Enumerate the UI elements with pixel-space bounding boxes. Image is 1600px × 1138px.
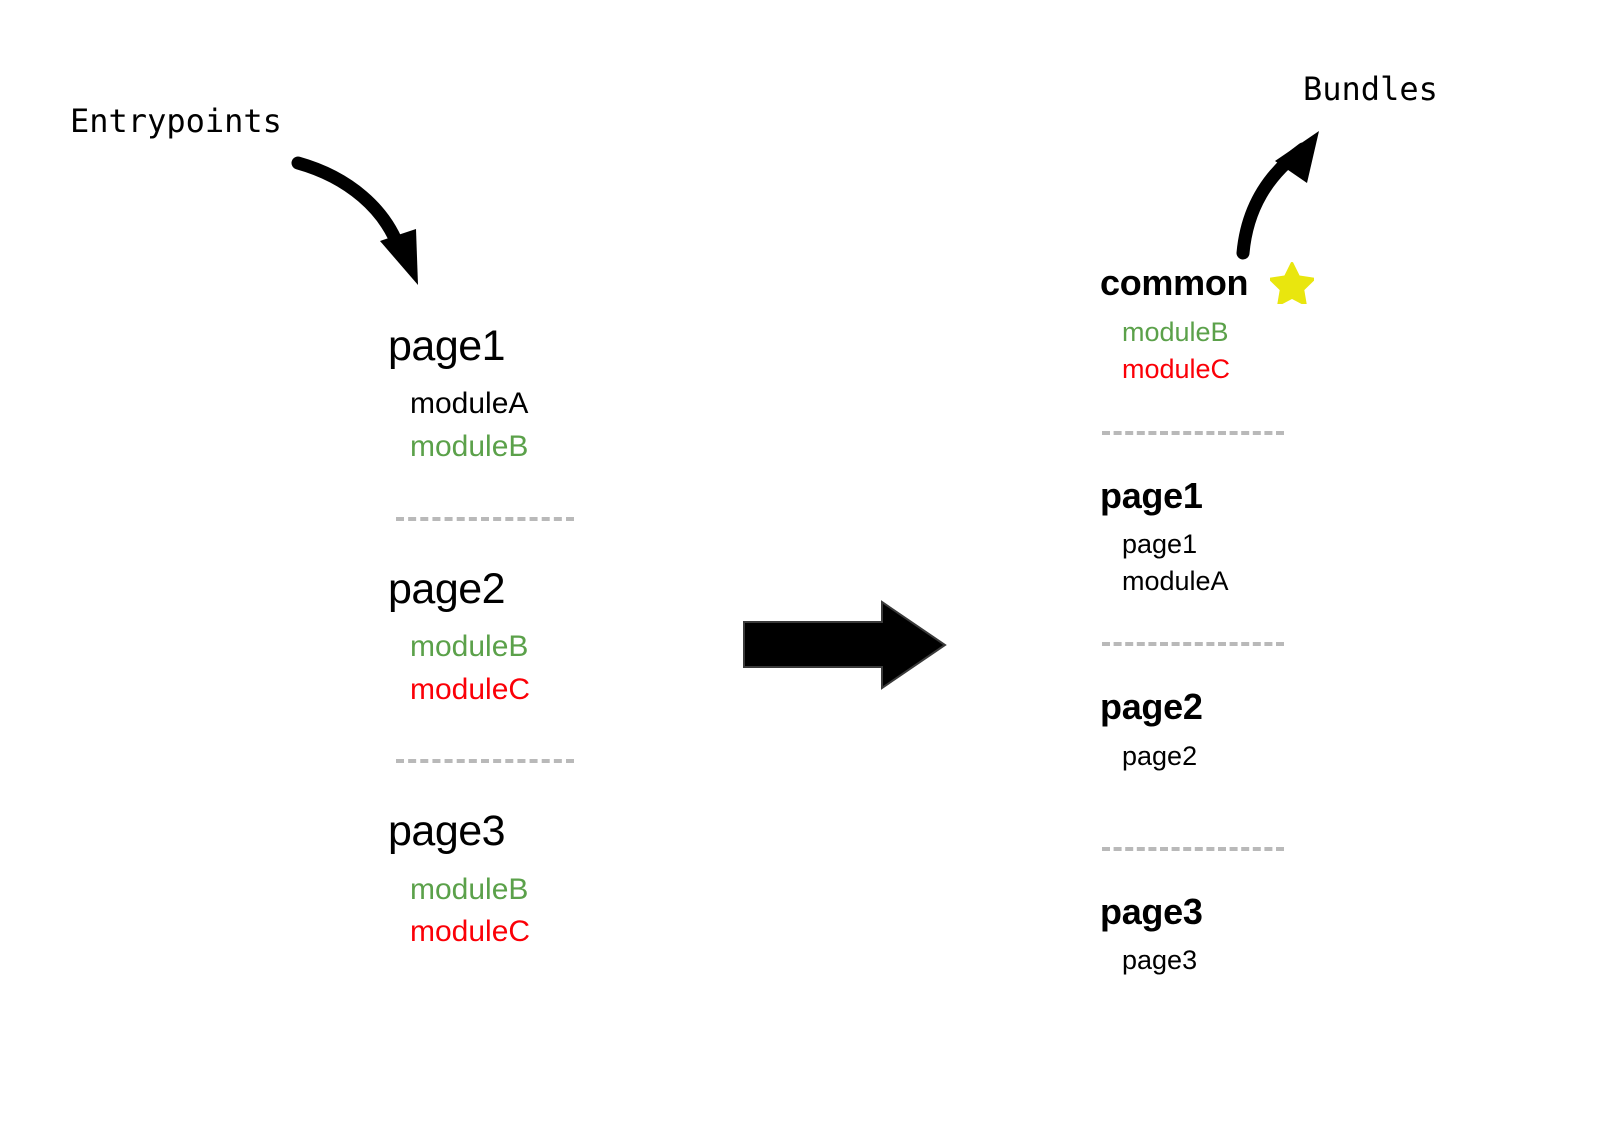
spacer: [1100, 389, 1430, 431]
group-divider: [396, 516, 574, 521]
bundle-group-page3: page3 page3: [1100, 891, 1430, 980]
module-item: moduleA: [1122, 566, 1229, 597]
module-item: moduleB: [410, 630, 529, 664]
group-title: page3: [388, 807, 506, 856]
group-items: moduleB moduleC: [410, 626, 708, 711]
group-title: page1: [388, 322, 506, 370]
group-divider: [1102, 847, 1284, 852]
spacer: [1100, 646, 1430, 686]
entrypoint-group-page2: page2 moduleB moduleC: [388, 565, 708, 712]
group-title: page2: [388, 564, 506, 613]
group-title: page3: [1100, 891, 1203, 933]
group-items: page2: [1122, 738, 1430, 775]
module-item: moduleB: [410, 872, 529, 906]
group-title-row: page1: [1100, 475, 1430, 516]
entrypoint-group-page3: page3 moduleB moduleC: [388, 807, 708, 954]
group-items: moduleB moduleC: [410, 869, 708, 954]
group-divider: [1102, 642, 1284, 647]
module-item: moduleC: [1122, 354, 1231, 385]
module-item: page1: [1122, 528, 1198, 559]
module-item: page2: [1122, 740, 1198, 771]
entrypoints-curved-arrow-icon: [290, 155, 440, 305]
group-title: page2: [1100, 686, 1203, 728]
group-divider: [396, 759, 574, 764]
group-divider: [1102, 430, 1284, 435]
entrypoints-label: Entrypoints: [70, 102, 282, 140]
bundles-curved-arrow-icon: [1215, 125, 1345, 265]
group-title: common: [1100, 262, 1249, 304]
group-title-row: page2: [1100, 686, 1430, 727]
group-title: page1: [1100, 474, 1203, 516]
star-icon: [1269, 262, 1316, 306]
bundle-group-page1: page1 page1 moduleA: [1100, 475, 1430, 601]
spacer: [388, 469, 708, 517]
bundles-label: Bundles: [1303, 70, 1438, 108]
bundle-group-common: common moduleB moduleC: [1100, 262, 1430, 389]
group-title-row: common: [1100, 262, 1430, 306]
module-item: page3: [1122, 945, 1198, 976]
module-item: moduleA: [410, 387, 529, 421]
group-title-row: page3: [1100, 891, 1430, 932]
spacer: [1100, 851, 1430, 891]
entrypoint-group-page1: page1 moduleA moduleB: [388, 322, 708, 469]
group-items: page3: [1122, 942, 1430, 979]
spacer: [1100, 600, 1430, 642]
group-items: page1 moduleA: [1122, 526, 1430, 601]
entrypoints-column: page1 moduleA moduleB page2 moduleB modu…: [388, 322, 708, 954]
transform-arrow-icon: [742, 600, 947, 695]
spacer: [388, 763, 708, 807]
spacer: [1100, 435, 1430, 475]
spacer: [388, 521, 708, 565]
spacer: [388, 711, 708, 759]
group-items: moduleB moduleC: [1122, 314, 1430, 389]
spacer: [1100, 775, 1430, 847]
module-item: moduleC: [410, 672, 531, 706]
group-items: moduleA moduleB: [410, 383, 708, 468]
module-item: moduleB: [410, 430, 529, 464]
module-item: moduleB: [1122, 317, 1229, 347]
module-item: moduleC: [410, 915, 531, 949]
bundles-column: common moduleB moduleC page1 page1: [1100, 262, 1430, 980]
bundle-group-page2: page2 page2: [1100, 686, 1430, 775]
